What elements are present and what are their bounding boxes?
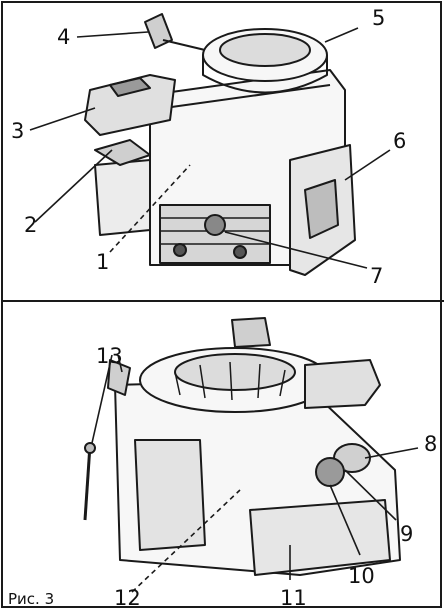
callout-1: 1 xyxy=(96,250,110,274)
callout-7: 7 xyxy=(370,264,384,288)
callout-12: 12 xyxy=(114,586,141,610)
callout-3: 3 xyxy=(11,119,25,143)
callout-10: 10 xyxy=(348,564,375,588)
callout-13: 13 xyxy=(96,344,123,368)
callout-2: 2 xyxy=(24,213,38,237)
panel-divider xyxy=(1,300,444,302)
callout-4: 4 xyxy=(57,25,71,49)
engine-rear-view xyxy=(83,317,401,576)
engine-front-view xyxy=(84,13,356,276)
callout-8: 8 xyxy=(424,432,438,456)
callout-6: 6 xyxy=(393,129,407,153)
callout-9: 9 xyxy=(400,522,414,546)
callout-11: 11 xyxy=(280,586,307,610)
callout-5: 5 xyxy=(372,6,386,30)
callout-leaders xyxy=(29,27,419,593)
figure-caption: Рис. 3 xyxy=(8,590,55,608)
